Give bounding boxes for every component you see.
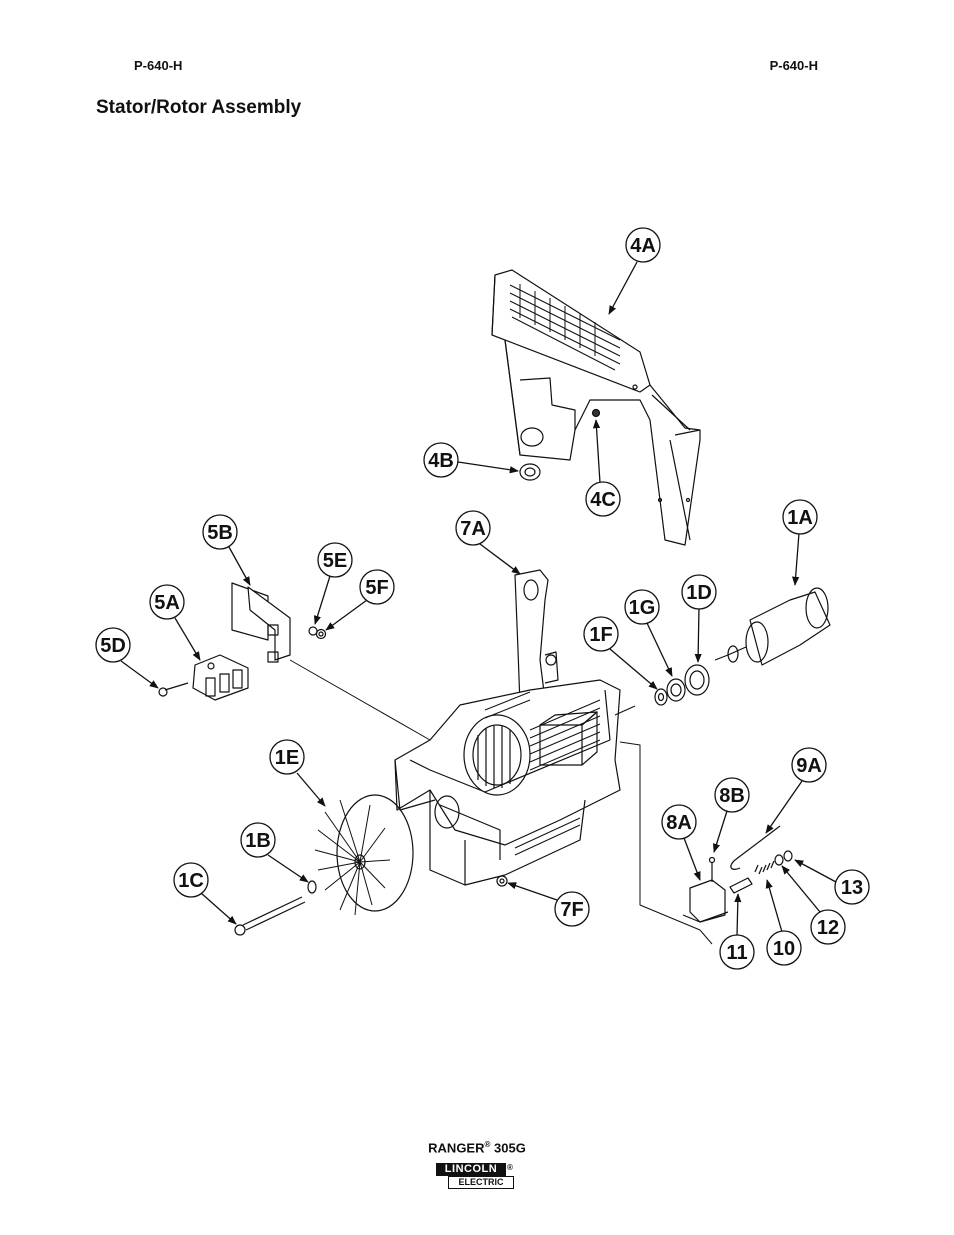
svg-text:7F: 7F bbox=[560, 899, 583, 921]
model-name: RANGER bbox=[428, 1140, 485, 1156]
svg-text:5D: 5D bbox=[100, 635, 126, 657]
svg-text:8B: 8B bbox=[719, 785, 745, 807]
svg-text:4B: 4B bbox=[428, 450, 454, 472]
callout-1D: 1D bbox=[681, 574, 717, 663]
svg-text:13: 13 bbox=[841, 877, 863, 899]
callout-13: 13 bbox=[794, 859, 870, 905]
part-fan bbox=[314, 794, 414, 916]
callout-4A: 4A bbox=[608, 227, 661, 315]
callout-1A: 1A bbox=[782, 499, 818, 586]
part-terminal-block bbox=[192, 654, 249, 701]
callout-9A: 9A bbox=[765, 747, 827, 834]
footer-model-name: RANGER® 305G bbox=[0, 1140, 954, 1155]
svg-text:12: 12 bbox=[817, 917, 839, 939]
part-rod-washer bbox=[774, 854, 784, 866]
svg-text:1C: 1C bbox=[178, 870, 204, 892]
part-cover-panel bbox=[491, 269, 701, 546]
svg-text:1G: 1G bbox=[629, 597, 656, 619]
lincoln-electric-logo: LINCOLN ® ELECTRIC bbox=[436, 1163, 514, 1189]
part-hex-nut bbox=[315, 628, 327, 640]
svg-text:1A: 1A bbox=[787, 507, 813, 529]
logo-lincoln-text: LINCOLN bbox=[436, 1163, 506, 1176]
callout-12: 12 bbox=[781, 865, 846, 945]
callout-5D: 5D bbox=[95, 627, 159, 689]
header-left-code: P-640-H bbox=[134, 58, 183, 73]
svg-text:8A: 8A bbox=[666, 812, 692, 834]
part-lifting-bail bbox=[514, 569, 559, 706]
svg-text:5E: 5E bbox=[323, 550, 347, 572]
part-lock-washer bbox=[308, 626, 318, 636]
header-right-code: P-640-H bbox=[769, 58, 818, 73]
part-bearing bbox=[684, 664, 710, 696]
part-spring bbox=[754, 860, 775, 875]
part-stator-frame bbox=[394, 679, 621, 886]
callout-1E: 1E bbox=[269, 739, 326, 807]
logo-registered-mark: ® bbox=[507, 1163, 513, 1172]
callout-7F: 7F bbox=[507, 882, 590, 927]
callout-1B: 1B bbox=[240, 822, 309, 883]
part-through-bolt bbox=[234, 896, 306, 936]
part-retaining-ring bbox=[666, 678, 686, 702]
page-title: Stator/Rotor Assembly bbox=[96, 97, 302, 118]
model-registered-mark: ® bbox=[484, 1140, 491, 1149]
callout-1F: 1F bbox=[583, 616, 658, 690]
callout-8A: 8A bbox=[661, 804, 701, 881]
part-solenoid-screw bbox=[708, 856, 716, 882]
part-rod-nut bbox=[783, 850, 793, 862]
logo-electric-text: ELECTRIC bbox=[448, 1176, 514, 1189]
svg-text:1F: 1F bbox=[589, 624, 612, 646]
callout-1G: 1G bbox=[624, 589, 673, 677]
svg-text:5F: 5F bbox=[365, 577, 388, 599]
callout-8B: 8B bbox=[713, 777, 750, 853]
svg-text:9A: 9A bbox=[796, 755, 822, 777]
svg-text:1E: 1E bbox=[275, 747, 299, 769]
part-plunger bbox=[729, 877, 753, 894]
callout-5A: 5A bbox=[149, 584, 201, 661]
svg-text:5A: 5A bbox=[154, 592, 180, 614]
part-rotor bbox=[714, 587, 831, 666]
callout-11: 11 bbox=[719, 893, 755, 970]
callout-5E: 5E bbox=[313, 542, 353, 625]
svg-text:11: 11 bbox=[726, 942, 747, 964]
part-washer bbox=[654, 688, 668, 706]
part-small-nut bbox=[591, 408, 601, 418]
svg-text:5B: 5B bbox=[207, 522, 233, 544]
svg-text:10: 10 bbox=[773, 938, 795, 960]
callout-5F: 5F bbox=[325, 569, 395, 631]
svg-text:4C: 4C bbox=[590, 489, 616, 511]
part-grommet bbox=[519, 463, 541, 481]
callout-1C: 1C bbox=[173, 862, 237, 925]
svg-text:7A: 7A bbox=[460, 518, 486, 540]
part-bracket bbox=[231, 582, 291, 663]
part-fan-washer bbox=[307, 880, 317, 894]
callout-7A: 7A bbox=[455, 510, 521, 575]
model-number: 305G bbox=[494, 1140, 526, 1156]
svg-text:1B: 1B bbox=[245, 830, 271, 852]
svg-text:4A: 4A bbox=[630, 235, 656, 257]
callout-10: 10 bbox=[765, 879, 802, 966]
part-frame-nut bbox=[496, 875, 508, 887]
part-solenoid bbox=[682, 879, 729, 923]
callout-4C: 4C bbox=[585, 419, 621, 517]
svg-text:1D: 1D bbox=[686, 582, 712, 604]
callout-5B: 5B bbox=[202, 514, 251, 586]
callout-4B: 4B bbox=[423, 442, 519, 478]
part-screw bbox=[158, 682, 189, 697]
